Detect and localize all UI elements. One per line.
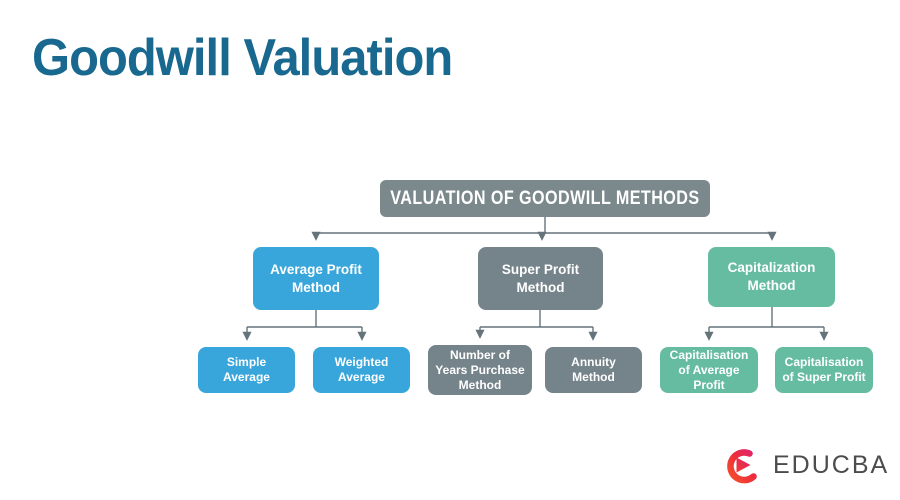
node-capitalisation-of-average-profit: Capitalisation of Average Profit — [660, 347, 758, 393]
educba-logo-text: EDUCBA — [773, 450, 890, 479]
node-capitalization-method: Capitalization Method — [708, 247, 835, 307]
educba-swirl-play-icon — [727, 449, 757, 484]
node-simple-average: Simple Average — [198, 347, 295, 393]
node-super-profit-method: Super Profit Method — [478, 247, 603, 310]
educba-logo: EDUCBA — [722, 440, 889, 490]
node-valuation-of-goodwill-methods: VALUATION OF GOODWILL METHODS — [380, 180, 710, 217]
page-title: Goodwill Valuation — [32, 29, 453, 87]
node-number-of-years-purchase-method: Number of Years Purchase Method — [428, 345, 532, 395]
node-root-label: VALUATION OF GOODWILL METHODS — [390, 187, 700, 209]
node-annuity-method: Annuity Method — [545, 347, 642, 393]
node-capitalisation-of-super-profit: Capitalisation of Super Profit — [775, 347, 873, 393]
node-weighted-average: Weighted Average — [313, 347, 410, 393]
node-average-profit-method: Average Profit Method — [253, 247, 379, 310]
